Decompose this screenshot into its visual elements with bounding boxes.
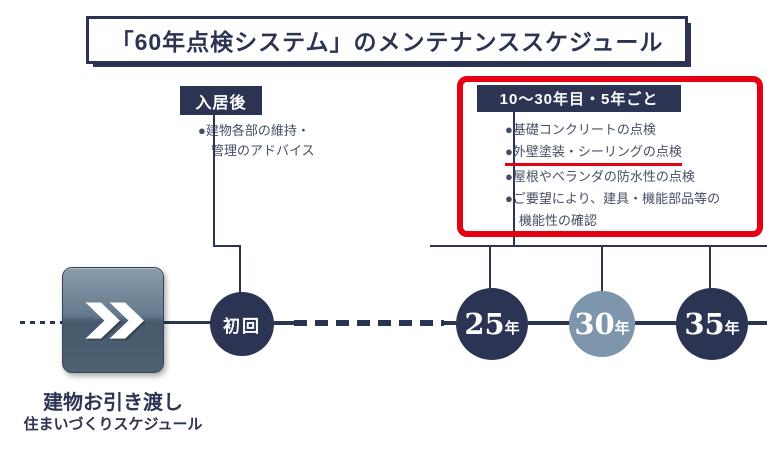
diagram-title-box: 「60年点検システム」のメンテナンススケジュール [86, 16, 688, 64]
timeline-node-number: 25 [464, 306, 505, 341]
connector-movein-vertical [213, 115, 215, 247]
move-in-notes: ●建物各部の維持・ 管理のアドバイス [198, 123, 315, 158]
timeline-node-suffix: 年 [724, 319, 740, 337]
handover-subcaption: 住まいづくりスケジュール [23, 415, 203, 433]
connector-inspection-vertical [513, 112, 515, 247]
inspection-item-underlined: ●外壁塗装・シーリングの点検 [505, 141, 682, 166]
connector-movein-drop [239, 247, 241, 293]
diagram-title: 「60年点検システム」のメンテナンススケジュール [110, 29, 664, 55]
timeline-dashed-middle [294, 320, 444, 326]
timeline-node-number: 30 [574, 306, 615, 341]
timeline-segment [748, 321, 767, 325]
inspection-item-list: ●基礎コンクリートの点検 ●外壁塗装・シーリングの点検 ●屋根やベランダの防水性… [505, 119, 755, 232]
connector-movein-jog [213, 245, 241, 247]
timeline-segment [164, 321, 212, 324]
timeline-segment [444, 321, 458, 325]
move-in-label: 入居後 [180, 86, 262, 115]
branch-line-horizontal [430, 245, 767, 247]
timeline-node-label: 初回 [223, 316, 261, 336]
timeline-segment [635, 321, 677, 325]
timeline-dashed-left [20, 321, 62, 324]
branch-drop-25 [489, 245, 491, 290]
timeline-segment [528, 321, 570, 325]
inspection-item: ●基礎コンクリートの点検 [505, 122, 656, 137]
branch-drop-30 [601, 245, 603, 291]
handover-start-tile [62, 267, 164, 373]
inspection-highlight-box [457, 76, 763, 237]
inspection-item: ●ご要望により、建具・機能部品等の 機能性の確認 [505, 191, 721, 228]
handover-caption: 建物お引き渡し [43, 390, 183, 414]
timeline-node-number: 35 [684, 306, 725, 341]
inspection-period-label: 10〜30年目・5年ごと [477, 85, 681, 112]
timeline-node-suffix: 年 [614, 319, 630, 337]
timeline-segment [274, 321, 294, 325]
inspection-item: ●屋根やベランダの防水性の点検 [505, 169, 695, 184]
double-chevron-right-icon [70, 275, 156, 366]
timeline-node-first: 初回 [210, 292, 274, 356]
timeline-node-suffix: 年 [504, 319, 520, 337]
branch-drop-35 [709, 245, 711, 290]
